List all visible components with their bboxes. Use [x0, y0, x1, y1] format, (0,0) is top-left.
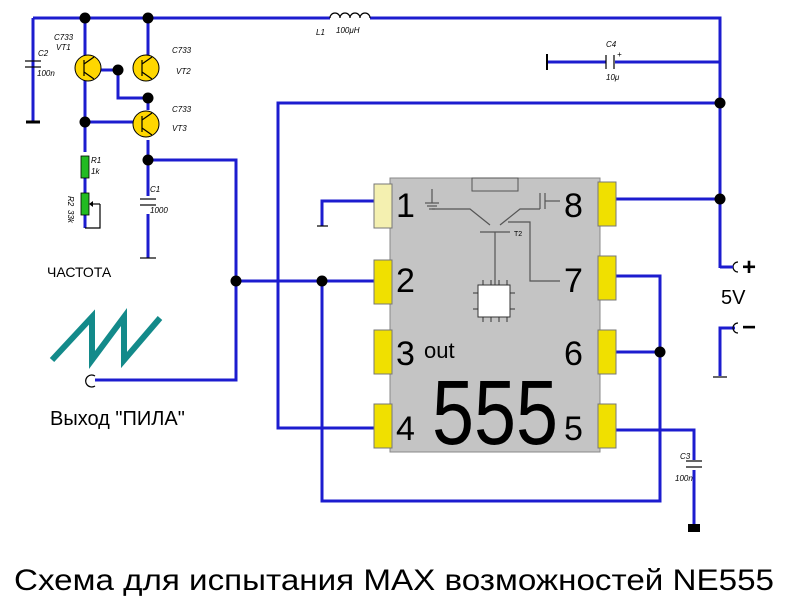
pin-pad-4 [373, 403, 393, 449]
pin-pad-2 [373, 259, 393, 305]
pin-number-7: 7 [564, 262, 583, 300]
resistor-r1: R1 1k [80, 155, 101, 179]
sawtooth-waveform-icon [49, 307, 163, 370]
vt2-ref: VT2 [176, 67, 191, 76]
pin-pad-5 [597, 403, 617, 449]
capacitor-c1: C1 1000 [140, 185, 168, 215]
capacitor-c2: C2 100n [25, 49, 55, 78]
saw-output-label: Выход "ПИЛА" [50, 408, 185, 430]
sawtooth-output: Выход "ПИЛА" [49, 307, 185, 430]
pin-number-8: 8 [564, 187, 583, 225]
schematic-caption: Схема для испытания MAX возможностей NE5… [14, 564, 774, 597]
pin-number-3: 3 [396, 335, 415, 373]
t2-ref: T2 [514, 231, 522, 238]
transistor-vt3: C733 VT3 [132, 105, 192, 138]
c3-ref: C3 [680, 452, 691, 461]
minus-sign: − [742, 314, 756, 341]
pin-pad-1 [373, 183, 393, 229]
r2-value: 33k [66, 210, 75, 224]
supply-voltage-label: 5V [721, 287, 746, 309]
pin-number-1: 1 [396, 187, 415, 225]
capacitor-c3: C3 100n [675, 452, 702, 483]
frequency-label: ЧАСТОТА [47, 264, 112, 280]
c2-ref: C2 [38, 49, 49, 58]
c4-value: 10μ [606, 73, 620, 82]
r2-ref: R2 [66, 196, 75, 207]
plus-sign: + [742, 254, 756, 281]
pin-number-4: 4 [396, 410, 415, 448]
c2-value: 100n [37, 69, 55, 78]
chip-out-label: out [424, 338, 455, 363]
power-terminals: + 5V − [720, 254, 756, 341]
pin-number-6: 6 [564, 335, 583, 373]
r1-ref: R1 [91, 156, 101, 165]
c4-polarity: + [617, 50, 622, 59]
transistor-vt2: C733 VT2 [132, 46, 192, 82]
ground-symbols [26, 54, 727, 532]
transistor-vt1: C733 VT1 [54, 33, 102, 82]
junction-dots [79, 12, 726, 358]
inductor-l1: L1 100μH [316, 12, 371, 37]
vt3-ref: VT3 [172, 124, 187, 133]
capacitor-c4: C4 + 10μ [605, 40, 622, 82]
c1-ref: C1 [150, 185, 160, 194]
l1-value: 100μH [336, 26, 360, 35]
ne555-chip: 1 2 3 4 8 7 6 5 T2 [373, 177, 617, 464]
resistor-r2: R2 33k [66, 192, 101, 229]
chip-555-label: 555 [432, 362, 558, 464]
pin-pad-8 [597, 181, 617, 227]
wiring [31, 16, 735, 527]
c3-value: 100n [675, 474, 693, 483]
c1-value: 1000 [150, 206, 168, 215]
pin-pad-3 [373, 329, 393, 375]
pin-pad-6 [597, 329, 617, 375]
chip-internal-circuit: T2 [425, 189, 560, 322]
pin-pad-7 [597, 255, 617, 301]
pin-number-2: 2 [396, 262, 415, 300]
r1-value: 1k [91, 167, 100, 176]
c4-ref: C4 [606, 40, 617, 49]
pin-number-5: 5 [564, 410, 583, 448]
vt3-model: C733 [172, 105, 192, 114]
vt1-ref: VT1 [56, 43, 71, 52]
vt1-model: C733 [54, 33, 74, 42]
l1-ref: L1 [316, 28, 325, 37]
vt2-model: C733 [172, 46, 192, 55]
